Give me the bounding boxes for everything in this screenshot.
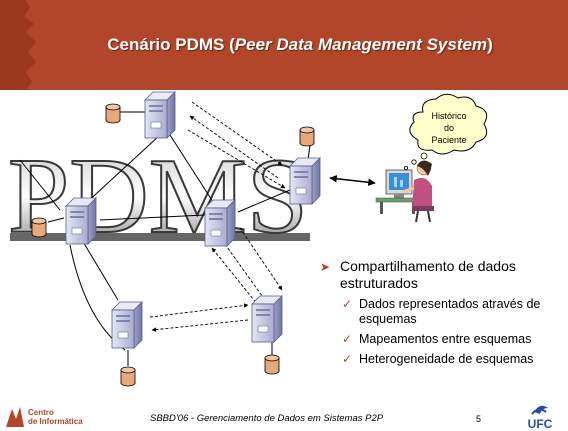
ufc-logo: UFC (528, 405, 553, 430)
dashed-arrows (149, 101, 286, 332)
cloud-line-3: Paciente (431, 135, 466, 145)
sub-bullet: ✓ Mapeamentos entre esquemas (342, 332, 565, 347)
database-top (105, 103, 121, 124)
centro-informatica-logo: Centro de Informática (6, 407, 83, 427)
title-end: ) (487, 35, 493, 54)
database-bottom-left (120, 366, 136, 387)
server-bottom-left (111, 301, 143, 349)
pdms-underline (10, 233, 310, 241)
check-icon: ✓ (342, 297, 353, 311)
doctor-workstation-icon (375, 160, 434, 223)
title-ornament (0, 0, 36, 90)
cloud-line-2: do (444, 123, 454, 133)
sub-bullet: ✓ Heterogeneidade de esquemas (342, 352, 565, 367)
pdms-word: PDMS (8, 137, 308, 256)
slide-title: Cenário PDMS (Peer Data Management Syste… (40, 0, 560, 90)
bullet-main-text: Compartilhamento de dados estruturados (340, 258, 516, 291)
thought-cloud: Histórico do Paciente (403, 93, 488, 170)
sub-bullet-text: Dados representados através de esquemas (359, 297, 541, 326)
sub-bullet-text: Mapeamentos entre esquemas (359, 332, 532, 346)
title-bar (0, 0, 568, 90)
sub-bullet-text: Heterogeneidade de esquemas (359, 352, 534, 366)
server-top (144, 91, 176, 139)
page-number: 5 (476, 414, 482, 424)
doctor-link (329, 175, 376, 186)
database-bottom-right (264, 354, 280, 375)
server-bottom-right (251, 295, 283, 343)
bullet-main: ➤ Compartilhamento de dados estruturados (320, 258, 565, 292)
database-right (299, 126, 315, 147)
sub-bullet: ✓ Dados representados através de esquema… (342, 297, 565, 327)
peer-links (19, 111, 311, 366)
check-icon: ✓ (342, 352, 353, 366)
cloud-line-1: Histórico (431, 111, 466, 121)
database-left (31, 217, 47, 238)
server-right (289, 157, 321, 205)
title-main: Cenário PDMS ( (107, 35, 235, 54)
bullet-list: ➤ Compartilhamento de dados estruturados… (320, 258, 565, 367)
arrow-bullet-icon: ➤ (320, 260, 331, 274)
check-icon: ✓ (342, 332, 353, 346)
server-center (204, 199, 236, 247)
title-italic: Peer Data Management System (234, 35, 488, 54)
footer-text: SBBD'06 - Gerenciamento de Dados em Sist… (150, 413, 384, 424)
svg-text:UFC: UFC (528, 417, 553, 430)
server-left (65, 197, 97, 245)
svg-text:de Informática: de Informática (28, 417, 83, 426)
svg-text:Centro: Centro (28, 408, 54, 417)
